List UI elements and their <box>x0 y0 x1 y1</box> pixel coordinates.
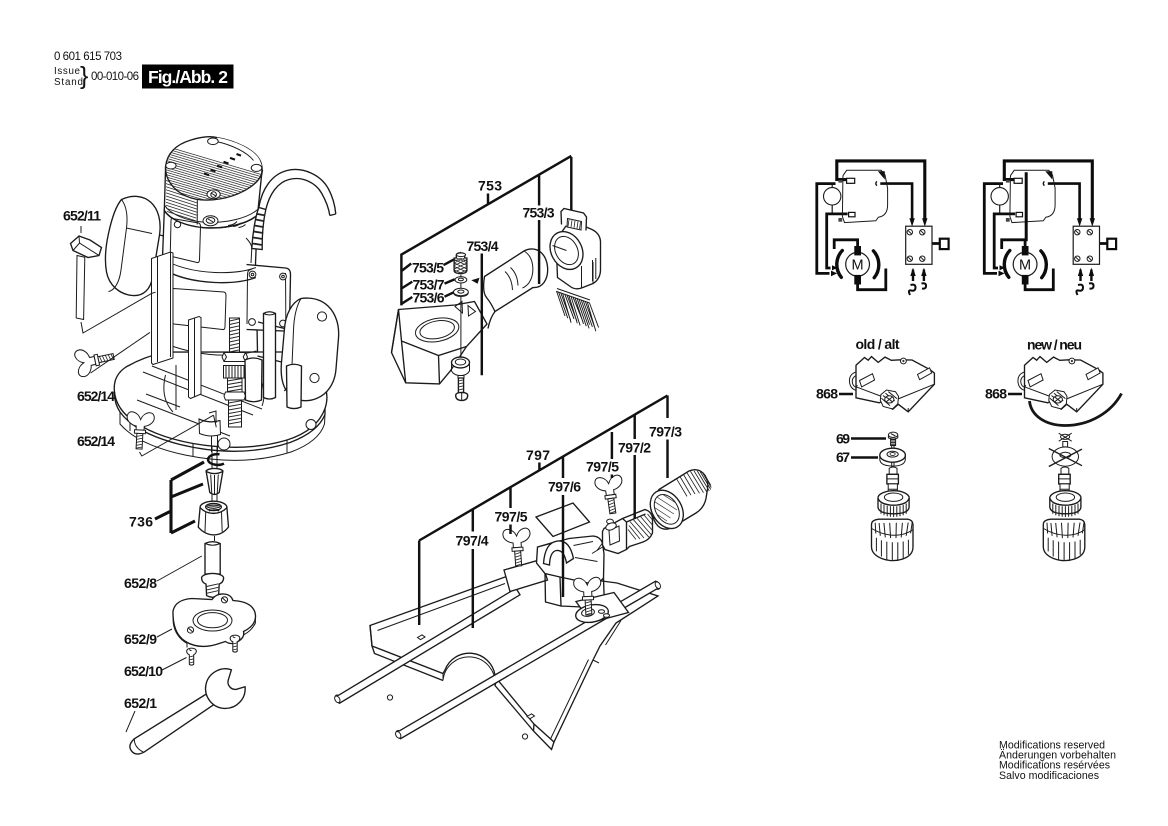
svg-text:797/2: 797/2 <box>618 440 651 456</box>
svg-text:797/3: 797/3 <box>649 424 682 440</box>
svg-text:652/1: 652/1 <box>124 695 157 711</box>
svg-text:69: 69 <box>836 431 850 447</box>
svg-text:652/9: 652/9 <box>124 631 157 647</box>
svg-text:753/7: 753/7 <box>413 277 445 293</box>
svg-text:753/5: 753/5 <box>412 260 444 276</box>
svg-text:Salvo modificaciones: Salvo modificaciones <box>999 770 1099 782</box>
svg-text:M: M <box>852 258 864 274</box>
svg-text:797/4: 797/4 <box>456 533 489 549</box>
svg-text:}: } <box>80 62 88 90</box>
svg-text:753/4: 753/4 <box>467 238 499 254</box>
svg-text:67: 67 <box>836 449 850 465</box>
svg-text:Modifications reserved: Modifications reserved <box>999 740 1105 752</box>
svg-text:Änderungen vorbehalten: Änderungen vorbehalten <box>999 750 1116 762</box>
svg-text:00-010-06: 00-010-06 <box>91 71 139 83</box>
svg-text:797: 797 <box>526 447 550 463</box>
svg-text:753/3: 753/3 <box>523 205 555 221</box>
svg-text:797/5: 797/5 <box>586 459 619 475</box>
svg-text:652/14: 652/14 <box>77 433 115 449</box>
svg-text:652/10: 652/10 <box>124 663 163 679</box>
svg-text:Issue: Issue <box>54 66 81 77</box>
svg-text:868: 868 <box>816 386 838 402</box>
svg-text:652/11: 652/11 <box>63 208 101 224</box>
svg-text:old / alt: old / alt <box>856 336 900 352</box>
svg-text:Modifications resérvées: Modifications resérvées <box>999 760 1110 772</box>
svg-text:797/6: 797/6 <box>548 479 581 495</box>
svg-text:797/5: 797/5 <box>495 509 528 525</box>
svg-text:Stand: Stand <box>54 77 83 88</box>
svg-text:753: 753 <box>478 178 502 194</box>
svg-text:0 601 615 703: 0 601 615 703 <box>54 51 122 63</box>
svg-text:new / neu: new / neu <box>1027 337 1082 353</box>
svg-text:736: 736 <box>129 514 153 530</box>
svg-text:652/8: 652/8 <box>124 575 157 591</box>
svg-text:652/14: 652/14 <box>77 388 115 404</box>
svg-text:868: 868 <box>985 386 1007 402</box>
svg-text:753/6: 753/6 <box>413 290 445 306</box>
svg-text:Fig./Abb. 2: Fig./Abb. 2 <box>148 67 228 87</box>
